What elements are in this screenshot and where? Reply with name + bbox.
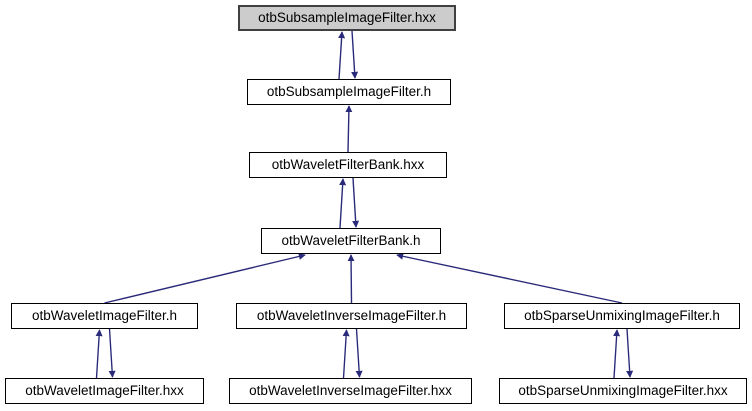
graph-node-otbwaveletimagefilter-hxx[interactable]: otbWaveletImageFilter.hxx: [5, 378, 204, 404]
graph-edge: [108, 328, 116, 378]
graph-edge: [342, 329, 350, 379]
graph-edge: [347, 254, 355, 304]
graph-edge: [95, 329, 103, 379]
graph-node-label: otbSparseUnmixingImageFilter.h: [524, 308, 720, 324]
graph-node-label: otbSubsampleImageFilter.h: [266, 84, 432, 100]
graph-node-label: otbWaveletInverseImageFilter.hxx: [249, 383, 452, 399]
graph-node-label: otbWaveletImageFilter.hxx: [25, 383, 184, 399]
graph-edge: [355, 328, 363, 378]
graph-node-otbwaveletfilterbank-h[interactable]: otbWaveletFilterBank.h: [261, 228, 441, 254]
graph-node-otbsparseunmixingimagefilter-h[interactable]: otbSparseUnmixingImageFilter.h: [504, 303, 740, 329]
graph-edge: [352, 177, 360, 228]
graph-node-otbwaveletfilterbank-hxx[interactable]: otbWaveletFilterBank.hxx: [249, 152, 447, 178]
graph-node-label: otbWaveletInverseImageFilter.h: [256, 308, 447, 324]
graph-node-otbwaveletinverseimagefilter-hxx[interactable]: otbWaveletInverseImageFilter.hxx: [229, 378, 472, 404]
graph-node-label: otbWaveletFilterBank.hxx: [271, 157, 425, 173]
graph-node-label: otbSubsampleImageFilter.hxx: [258, 10, 436, 26]
graph-edge: [396, 252, 623, 304]
graph-node-otbsubsampleimagefilter-h[interactable]: otbSubsampleImageFilter.h: [247, 79, 451, 105]
graph-edge: [345, 105, 353, 153]
graph-node-otbwaveletinverseimagefilter-h[interactable]: otbWaveletInverseImageFilter.h: [236, 303, 467, 329]
graph-node-label: otbSparseUnmixingImageFilter.hxx: [518, 383, 728, 399]
graph-edge: [339, 178, 347, 229]
graph-node-otbwaveletimagefilter-h[interactable]: otbWaveletImageFilter.h: [11, 303, 198, 329]
graph-node-otbsubsampleimagefilter-hxx[interactable]: otbSubsampleImageFilter.hxx: [238, 5, 456, 31]
graph-edge: [104, 253, 306, 304]
graph-node-label: otbWaveletFilterBank.h: [281, 233, 421, 249]
graph-edge: [626, 328, 634, 378]
graph-node-label: otbWaveletImageFilter.h: [31, 308, 178, 324]
graph-edge: [338, 31, 346, 80]
graph-edge: [351, 30, 359, 79]
graph-edge: [613, 329, 621, 379]
graph-node-otbsparseunmixingimagefilter-hxx[interactable]: otbSparseUnmixingImageFilter.hxx: [499, 378, 747, 404]
